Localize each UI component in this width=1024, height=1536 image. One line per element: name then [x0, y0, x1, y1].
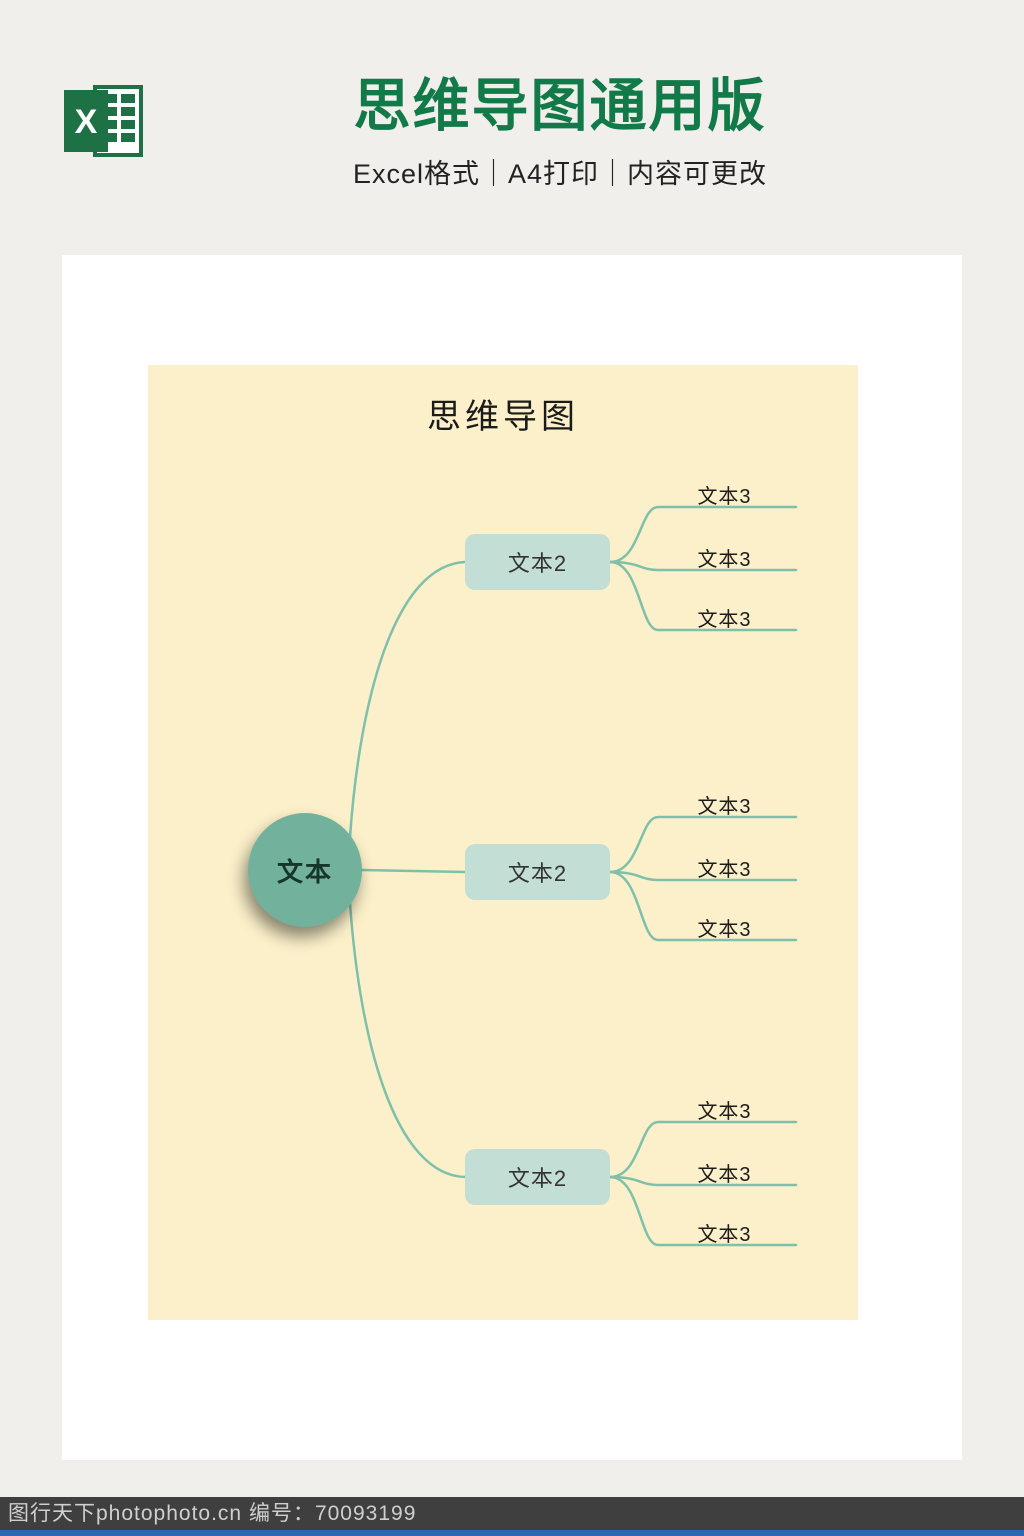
mindmap-title: 思维导图: [427, 399, 579, 436]
root-branch-line-middle: [360, 868, 467, 874]
leaf-node-label: 文本3: [697, 919, 752, 941]
root-node-label: 文本: [276, 856, 333, 887]
footer-accent-strip: [0, 1530, 1024, 1536]
leaf-connector: [608, 1120, 798, 1179]
leaf-connector: [608, 870, 798, 882]
leaf-connector: [608, 870, 798, 942]
page-title: 思维导图通用版: [353, 74, 767, 138]
excel-logo-svg: X: [64, 85, 143, 157]
leaf-node-label: 文本3: [697, 1224, 752, 1246]
branch-node: 文本2: [465, 534, 610, 590]
branch-node: 文本2: [465, 844, 610, 900]
mindmap-connectors: [348, 505, 798, 1247]
branch-node: 文本2: [465, 1149, 610, 1205]
excel-logo-icon: X: [64, 84, 144, 158]
leaf-node-label: 文本3: [697, 796, 752, 818]
leaf-connector: [608, 1175, 798, 1187]
leaf-node-label: 文本3: [697, 486, 752, 508]
leaf-node-label: 文本3: [697, 549, 752, 571]
leaf-node-label: 文本3: [697, 859, 752, 881]
root-branch-curve-bottom: [348, 901, 467, 1179]
branch-node-label: 文本2: [507, 861, 568, 886]
branch-node-label: 文本2: [507, 551, 568, 576]
page-subtitle: Excel格式｜A4打印｜内容可更改: [352, 159, 768, 189]
leaf-connector: [608, 505, 798, 564]
leaf-connector: [608, 560, 798, 572]
mindmap-panel: 思维导图 文本: [148, 365, 858, 1320]
leaf-node-label: 文本3: [697, 1101, 752, 1123]
document-sheet: 思维导图 文本: [62, 255, 962, 1460]
leaf-connector: [608, 1175, 798, 1247]
branch-node-label: 文本2: [507, 1166, 568, 1191]
watermark-text: 图行天下photophoto.cn 编号：70093199: [8, 1502, 417, 1525]
leaf-node-label: 文本3: [697, 1164, 752, 1186]
watermark-bar: 图行天下photophoto.cn 编号：70093199: [0, 1497, 1024, 1530]
leaf-node-label: 文本3: [697, 609, 752, 631]
root-node: 文本: [248, 813, 362, 927]
leaf-connector: [608, 560, 798, 632]
leaf-connector: [608, 815, 798, 874]
root-branch-curve-top: [348, 560, 467, 839]
svg-text:X: X: [75, 103, 98, 141]
